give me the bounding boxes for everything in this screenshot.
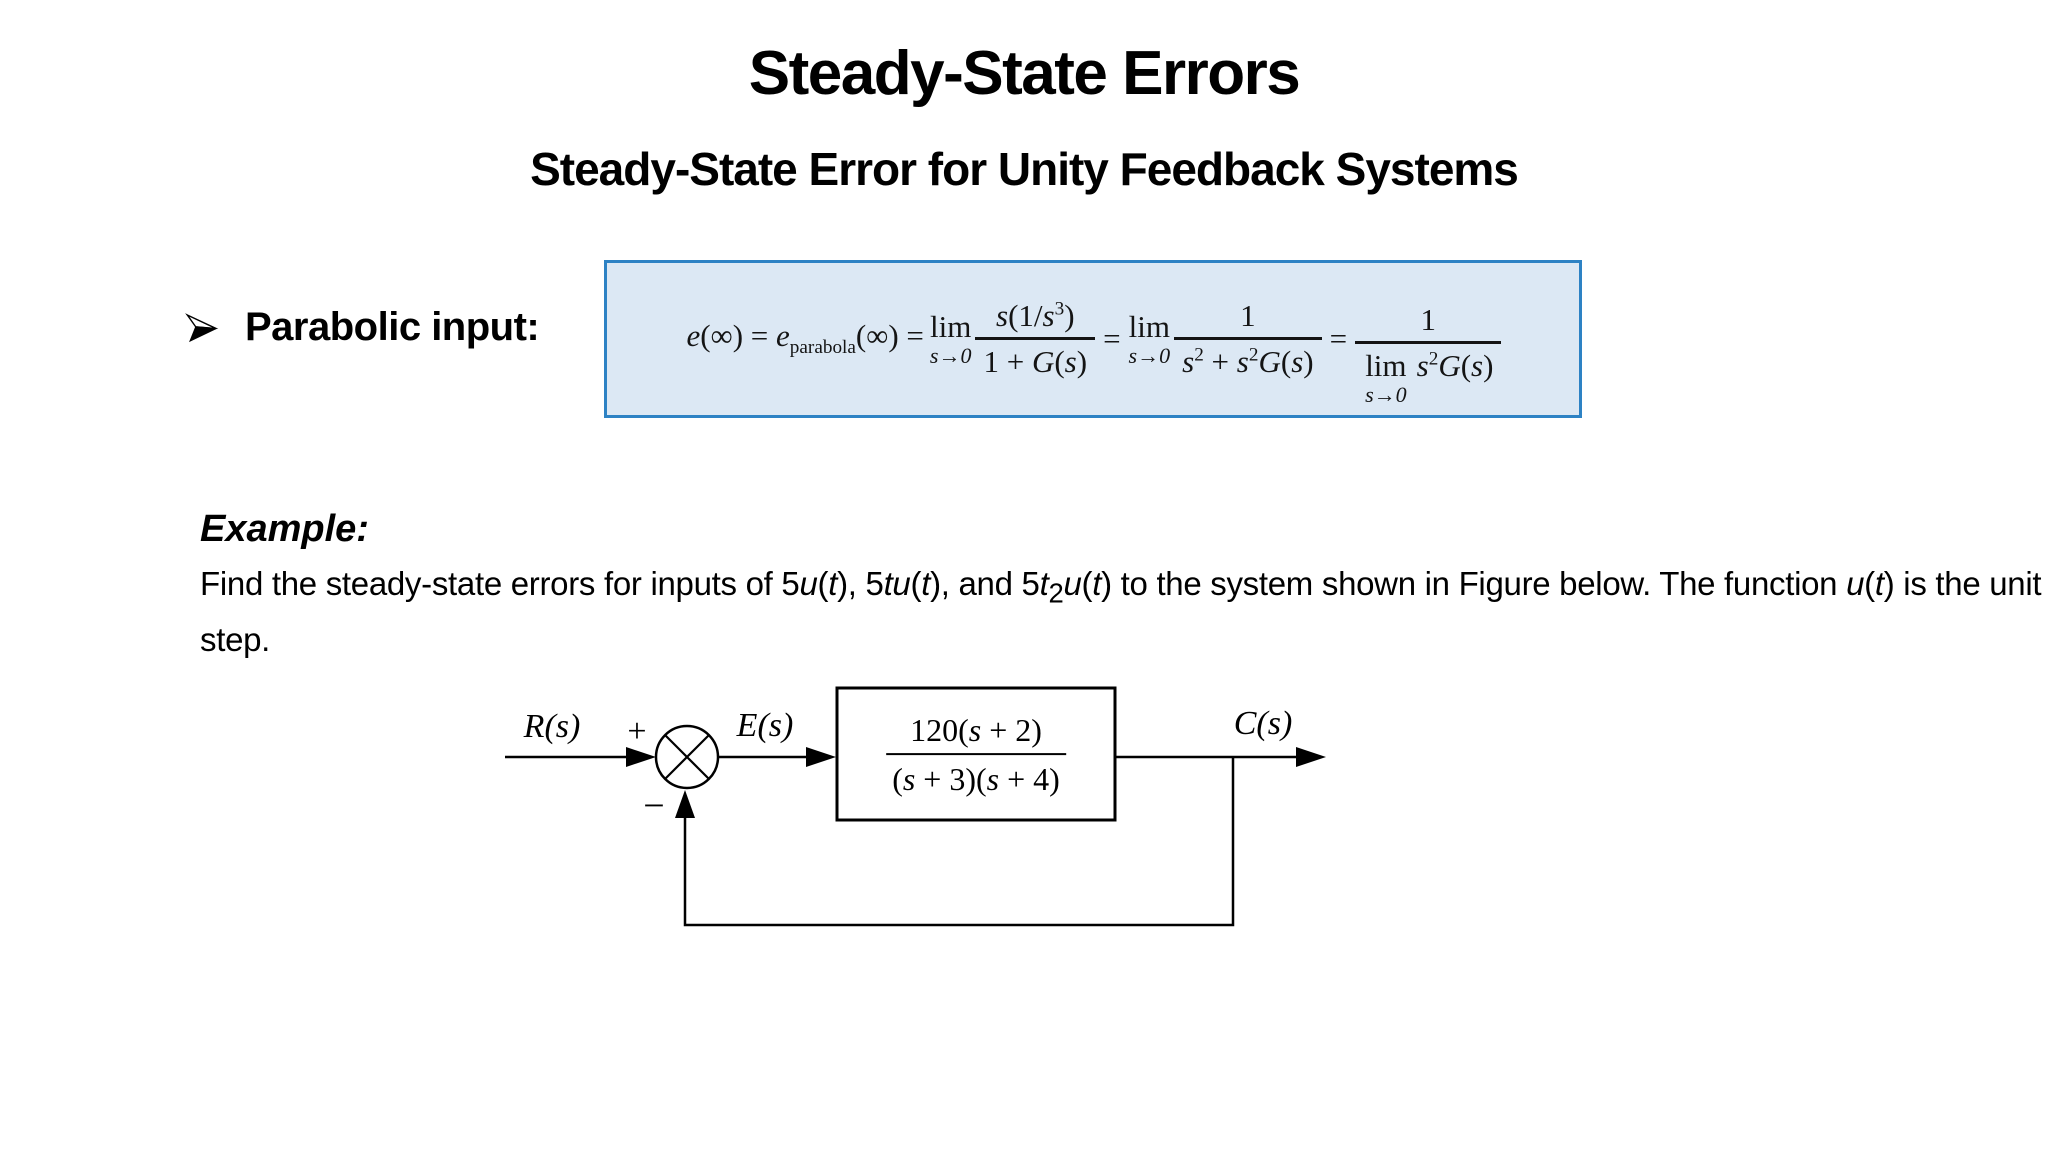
equals-sign: = [1103, 321, 1121, 356]
transfer-function-denominator: (s + 3)(s + 4) [886, 753, 1066, 799]
example-body: Find the steady-state errors for inputs … [200, 565, 2042, 658]
plus-sign: + [627, 713, 647, 750]
formula-fraction-2: 1 s2 + s2G(s) [1174, 298, 1322, 380]
formula-fraction-1: s(1/s3) 1 + G(s) [975, 298, 1096, 380]
formula-lim-3: lim s→0 [1365, 350, 1407, 406]
fraction-denominator: lim s→0 s2G(s) [1355, 340, 1502, 406]
transfer-function-numerator: 120(s + 2) [910, 712, 1042, 749]
lim-text: lim [1365, 347, 1407, 383]
example-section: Example: Find the steady-state errors fo… [200, 508, 2048, 663]
lim-text: lim [930, 309, 972, 344]
formula-fraction-3: 1 lim s→0 s2G(s) [1355, 302, 1502, 406]
lim-subscript: s→0 [929, 343, 972, 368]
junction-cross-1 [664, 734, 710, 780]
fraction-numerator: 1 [1240, 298, 1256, 334]
example-heading: Example: [200, 508, 369, 550]
denominator-expression: s2G(s) [1416, 347, 1494, 383]
fraction-denominator: 1 + G(s) [975, 337, 1096, 380]
formula-lim-2: lim s→0 [1129, 311, 1171, 367]
lim-subscript: s→0 [1128, 343, 1171, 368]
lim-subscript: s→0 [1365, 381, 1407, 407]
fraction-denominator: s2 + s2G(s) [1174, 337, 1322, 380]
minus-sign: − [643, 785, 665, 827]
slide-subtitle: Steady-State Error for Unity Feedback Sy… [530, 143, 1519, 195]
arrow-bullet-icon [185, 312, 219, 344]
slide-title: Steady-State Errors [748, 39, 1301, 108]
bullet-parabolic-input: Parabolic input: [185, 305, 540, 350]
error-signal-label: E(s) [736, 707, 794, 744]
fraction-numerator: s(1/s3) [995, 298, 1075, 334]
formula-lim-1: lim s→0 [930, 311, 972, 367]
bullet-label: Parabolic input: [245, 305, 540, 349]
lim-text: lim [1128, 309, 1170, 344]
summing-junction [654, 724, 720, 790]
feedback-arrowhead [675, 790, 695, 818]
output-arrowhead [1296, 747, 1326, 767]
transfer-function-text: 120(s + 2) (s + 3)(s + 4) [886, 711, 1066, 799]
input-signal-label: R(s) [523, 708, 581, 745]
formula-box: e(∞) = eparabola(∞) = lim s→0 s(1/s3) 1 … [604, 260, 1582, 418]
junction-cross-2 [664, 734, 710, 780]
error-arrowhead [806, 747, 836, 767]
fraction-numerator: 1 [1420, 302, 1437, 338]
equals-sign: = [1329, 321, 1348, 356]
output-signal-label: C(s) [1233, 705, 1293, 742]
formula-lhs: e(∞) = eparabola(∞) = [686, 318, 924, 359]
